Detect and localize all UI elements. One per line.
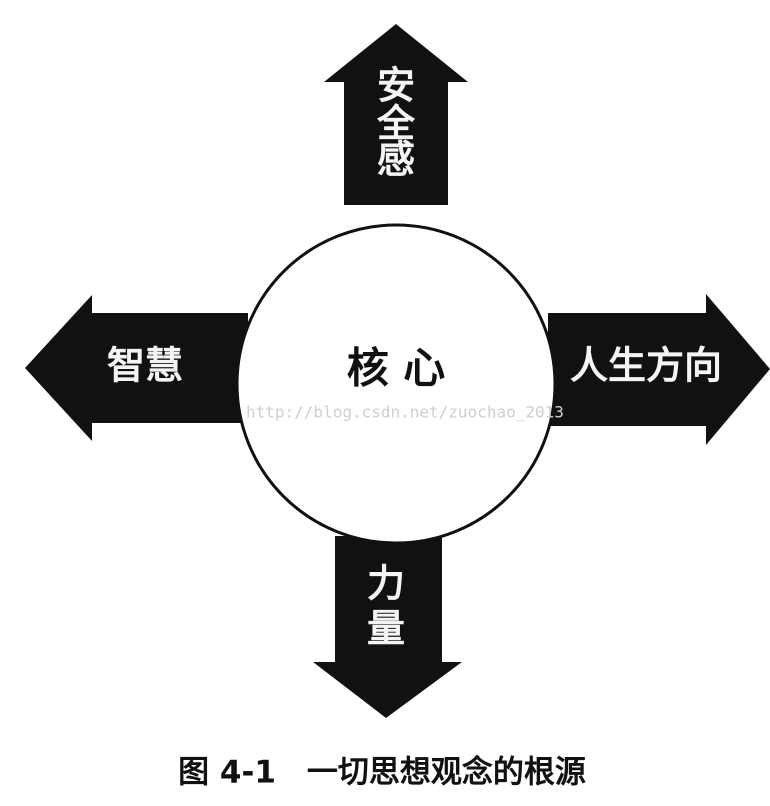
arrow-left xyxy=(25,295,248,441)
watermark: http://blog.csdn.net/zuochao_2013 xyxy=(246,403,564,422)
arrow-down-label-char-1: 力 xyxy=(367,561,405,606)
arrow-up-label-char-1: 安 xyxy=(377,63,415,108)
arrow-up-label-char-3: 感 xyxy=(377,137,415,182)
arrow-down-label: 力 量 xyxy=(367,561,405,651)
arrow-up xyxy=(324,24,468,205)
arrow-right-label: 人生方向 xyxy=(570,343,722,388)
arrow-left-label: 智慧 xyxy=(107,343,183,388)
arrow-up-label: 安 全 感 xyxy=(376,63,416,182)
center-label: 核 心 xyxy=(347,344,446,393)
arrow-right xyxy=(548,294,770,445)
arrow-up-label-char-2: 全 xyxy=(376,101,416,146)
core-circle xyxy=(235,223,557,545)
arrow-down xyxy=(313,536,462,718)
figure-caption: 图 4-1 一切思想观念的根源 xyxy=(178,755,586,791)
arrow-down-label-char-2: 量 xyxy=(367,606,405,651)
